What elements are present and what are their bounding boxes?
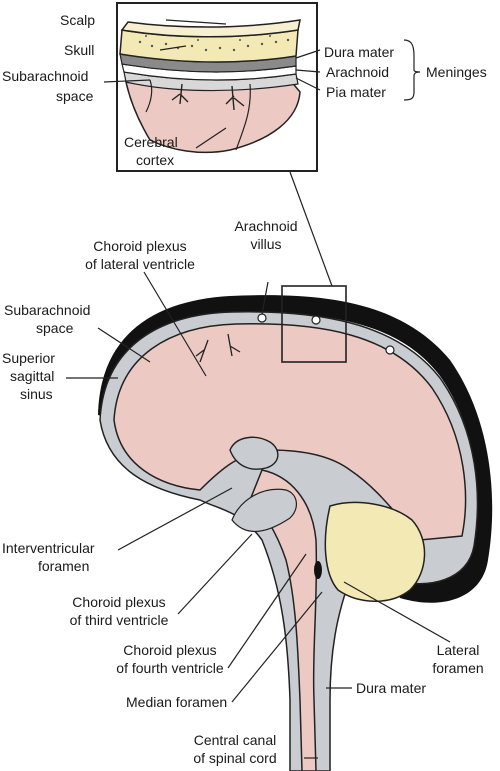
- label-arachnoid: Arachnoid: [326, 64, 390, 80]
- zoom-region-box: [281, 285, 347, 363]
- label-superior-sagittal-1: Superior: [2, 350, 55, 366]
- label-lateral-foramen-2: foramen: [432, 660, 484, 676]
- label-skull: Skull: [64, 42, 95, 58]
- label-cerebral-cortex-2: cortex: [136, 152, 175, 168]
- label-meninges: Meninges: [426, 64, 487, 80]
- leader-lines: [66, 19, 451, 759]
- inset-scalp: [120, 19, 301, 38]
- label-central-canal-1: Central canal: [193, 732, 277, 748]
- label-subarachnoid-space-2: space: [36, 320, 74, 336]
- label-arachnoid-villus-1: Arachnoid: [234, 218, 298, 234]
- label-median-foramen: Median foramen: [126, 694, 228, 710]
- label-choroid-third-1: Choroid plexus: [72, 594, 166, 610]
- third-ventricle: [231, 488, 297, 532]
- fourth-ventricle: [314, 561, 322, 579]
- label-arachnoid-villus-2: villus: [250, 236, 282, 252]
- label-cerebral-cortex-1: Cerebral: [124, 134, 178, 150]
- label-subarachnoid-inset-2: space: [56, 88, 94, 104]
- label-pia-mater: Pia mater: [326, 84, 386, 100]
- label-choroid-fourth-2: of fourth ventricle: [116, 660, 224, 676]
- label-choroid-third-2: of third ventricle: [69, 612, 169, 628]
- arachnoid-villi: [257, 313, 395, 355]
- label-interventricular-1: Interventricular: [2, 540, 95, 556]
- label-subarachnoid-inset-1: Subarachnoid: [2, 68, 89, 84]
- label-dura-mater-inset: Dura mater: [324, 44, 395, 60]
- label-central-canal-2: of spinal cord: [193, 750, 277, 766]
- lateral-ventricle: [229, 436, 279, 470]
- label-choroid-lateral-1: Choroid plexus: [93, 238, 187, 254]
- label-choroid-lateral-2: of lateral ventricle: [85, 256, 195, 272]
- label-interventricular-2: foramen: [38, 558, 90, 574]
- label-superior-sagittal-3: sinus: [20, 386, 53, 402]
- brainstem: [249, 469, 318, 771]
- label-superior-sagittal-2: sagittal: [10, 368, 55, 384]
- label-dura-mater-main: Dura mater: [356, 680, 427, 696]
- inset-tissue-layers: [119, 19, 301, 154]
- label-choroid-fourth-1: Choroid plexus: [123, 642, 217, 658]
- inset-frame: [116, 2, 318, 172]
- label-scalp: Scalp: [60, 12, 96, 28]
- label-lateral-foramen-1: Lateral: [436, 642, 480, 658]
- label-subarachnoid-space-1: Subarachnoid: [4, 302, 91, 318]
- cerebellum: [324, 501, 426, 602]
